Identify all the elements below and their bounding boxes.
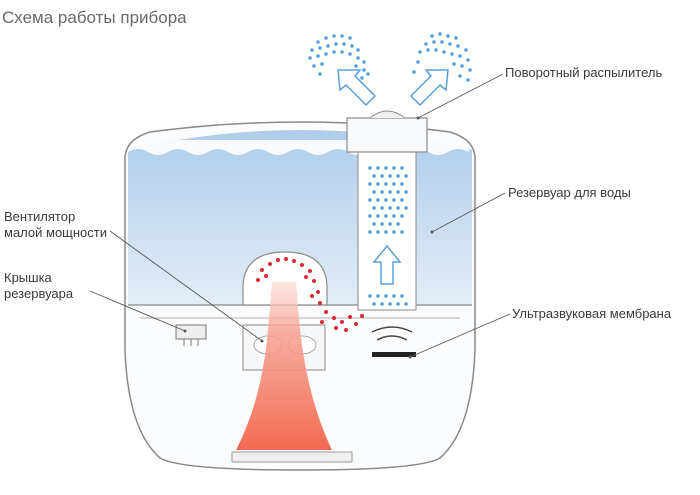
mist-arrow-right [409,69,449,107]
label-ultrasonic-membrane: Ультразвуковая мембрана [512,306,672,321]
diagram-title: Схема работы прибора [2,8,187,27]
label-water-reservoir: Резервуар для воды [508,185,631,200]
warm-air-stream [236,282,332,450]
leader-lines [89,73,511,358]
label-fan: Вентилятор малой мощности [4,209,107,241]
label-fan-line1: Вентилятор [4,209,76,224]
hot-air-particles [256,257,364,332]
label-reservoir-lid: Крышка резервуара [4,270,73,302]
fan-dome [242,251,328,306]
mist-arrow-left [337,69,377,107]
ultrasonic-membrane [371,326,416,357]
sprayer-column [357,147,417,311]
label-rotating-sprayer: Поворотный распылитель [505,65,663,80]
base-vent [231,451,353,463]
label-lid-line1: Крышка [4,270,52,285]
mist-particles-column [368,166,408,306]
rotating-sprayer-head [346,117,428,153]
mist-up-arrow [372,244,402,285]
label-fan-line2: малой мощности [4,225,107,240]
reservoir-lid-latch [175,324,207,346]
mist-cloud-right [412,32,472,82]
label-lid-line2: резервуара [4,286,74,301]
mist-cloud-left [308,34,370,80]
